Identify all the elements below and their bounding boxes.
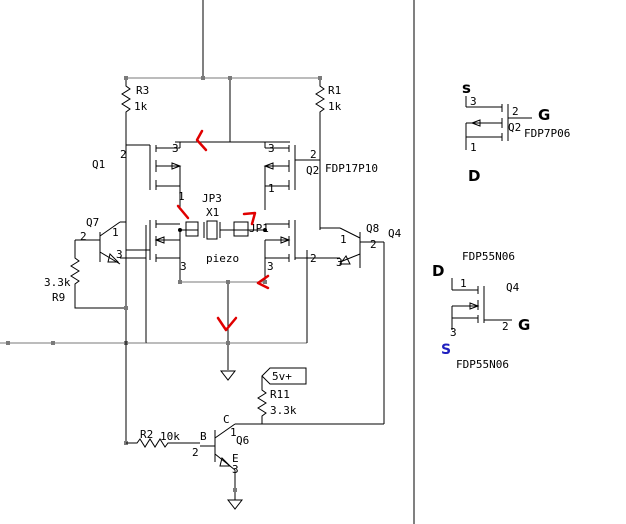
jp1-ref: JP1 — [249, 222, 269, 235]
svg-text:3: 3 — [268, 142, 275, 155]
legend-nmos-g: G — [518, 316, 530, 334]
svg-text:2: 2 — [192, 446, 199, 459]
q8-ref: Q8 — [366, 222, 379, 235]
svg-text:2: 2 — [120, 148, 127, 161]
svg-text:2: 2 — [80, 230, 87, 243]
legend-pmos-part: FDP7P06 — [524, 127, 570, 140]
r1-ref: R1 — [328, 84, 341, 97]
r2-value: 10k — [160, 430, 180, 443]
svg-text:1: 1 — [470, 141, 477, 154]
r1-value: 1k — [328, 100, 342, 113]
svg-text:3: 3 — [470, 95, 477, 108]
q2-ref: Q2 — [306, 164, 319, 177]
svg-text:1: 1 — [230, 426, 237, 439]
left-bus — [0, 145, 146, 445]
svg-text:1: 1 — [460, 277, 467, 290]
legend-nmos-ref: Q4 — [506, 281, 520, 294]
r9-value: 3.3k — [44, 276, 71, 289]
resistor-r3: R3 1k — [121, 80, 150, 146]
mosfet-q1: Q1 3 2 1 — [92, 142, 185, 210]
q6-ref: Q6 — [236, 434, 249, 447]
svg-text:2: 2 — [310, 252, 317, 265]
svg-text:2: 2 — [310, 148, 317, 161]
r9-ref: R9 — [52, 291, 65, 304]
svg-text:3: 3 — [116, 248, 123, 261]
resistor-r9: 3.3k R9 — [44, 240, 126, 309]
r2-ref: R2 — [140, 428, 153, 441]
r11-ref: R11 — [270, 388, 290, 401]
resistor-r2: R2 10k — [126, 428, 200, 448]
mosfet-lower-left: 3 — [126, 220, 187, 282]
q6-base: B — [200, 430, 207, 443]
svg-text:3: 3 — [172, 142, 179, 155]
jp3-ref: JP3 — [202, 192, 222, 205]
svg-text:3: 3 — [267, 260, 274, 273]
resistor-r11: 5v+ R11 3.3k — [235, 367, 384, 425]
legend-nmos-d: D — [432, 262, 444, 280]
legend-pmos: s G D 3 2 1 Q2 FDP7P06 — [462, 79, 570, 185]
legend-nmos-s: S — [441, 342, 451, 358]
r3-value: 1k — [134, 100, 148, 113]
supply-label: 5v+ — [272, 370, 292, 383]
legend-pmos-s: s — [462, 79, 471, 97]
piezo-x1: JP3 X1 JP1 piezo — [178, 192, 269, 265]
mosfet-lower-right: 3 2 — [264, 220, 340, 282]
svg-text:2: 2 — [512, 105, 519, 118]
x1-ref: X1 — [206, 206, 219, 219]
bjt-q7: Q7 2 1 3 — [75, 216, 146, 265]
svg-text:2: 2 — [502, 320, 509, 333]
q1-ref: Q1 — [92, 158, 105, 171]
r11-value: 3.3k — [270, 404, 297, 417]
svg-text:3: 3 — [450, 326, 457, 339]
q4-ref: Q4 — [388, 227, 402, 240]
mosfet-q2: 3 2 1 Q2 FDP17P10 — [263, 142, 378, 210]
svg-text:1: 1 — [112, 226, 119, 239]
piezo-label: piezo — [206, 252, 239, 265]
supply-rail — [124, 0, 322, 143]
q2-part: FDP17P10 — [325, 162, 378, 175]
bjt-q6: B C E Q6 2 1 3 — [192, 413, 249, 510]
resistor-r1: R1 1k — [315, 80, 342, 230]
legend-nmos-part-top: FDP55N06 — [462, 250, 515, 263]
svg-text:1: 1 — [340, 233, 347, 246]
svg-text:3: 3 — [336, 256, 343, 269]
svg-text:3: 3 — [232, 463, 239, 476]
legend-pmos-g: G — [538, 106, 550, 124]
svg-text:3: 3 — [180, 260, 187, 273]
legend-nmos-part-bottom: FDP55N06 — [456, 358, 509, 371]
q6-collector: C — [223, 413, 230, 426]
ground-bus — [145, 225, 308, 381]
svg-text:2: 2 — [370, 238, 377, 251]
svg-text:1: 1 — [178, 190, 185, 203]
q7-ref: Q7 — [86, 216, 99, 229]
q6-emitter: E — [232, 452, 239, 465]
legend-pmos-d: D — [468, 167, 480, 185]
legend-pmos-ref: Q2 — [508, 121, 521, 134]
legend-nmos: FDP55N06 D G S FDP55N06 1 2 3 Q4 — [432, 250, 530, 371]
r3-ref: R3 — [136, 84, 149, 97]
svg-text:1: 1 — [268, 182, 275, 195]
red-annotations — [176, 129, 270, 332]
bjt-q8: Q8 Q4 1 2 3 — [320, 222, 402, 424]
